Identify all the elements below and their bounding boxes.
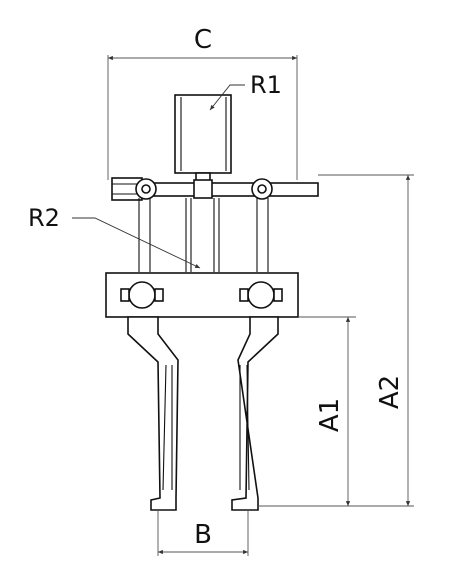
spindle-rods: [138, 198, 269, 272]
reference-r2: R2: [28, 204, 201, 269]
cross-bar: [111, 177, 319, 201]
reference-r1-label: R1: [250, 71, 282, 99]
dimension-a1: A1: [258, 316, 356, 507]
left-jaw: [127, 316, 179, 511]
lower-plate: [105, 272, 299, 318]
dimension-b: B: [157, 510, 249, 556]
reference-r2-label: R2: [28, 204, 60, 232]
spindle-head: [174, 94, 232, 182]
dimension-a2: A2: [318, 174, 414, 507]
dimension-a2-label: A2: [375, 375, 405, 409]
reference-r1: R1: [209, 71, 282, 111]
dimension-b-label: B: [194, 520, 212, 550]
dimension-c: C: [107, 25, 298, 180]
dimension-a1-label: A1: [315, 398, 345, 432]
right-jaw: [231, 316, 279, 511]
dimension-c-label: C: [194, 25, 212, 55]
